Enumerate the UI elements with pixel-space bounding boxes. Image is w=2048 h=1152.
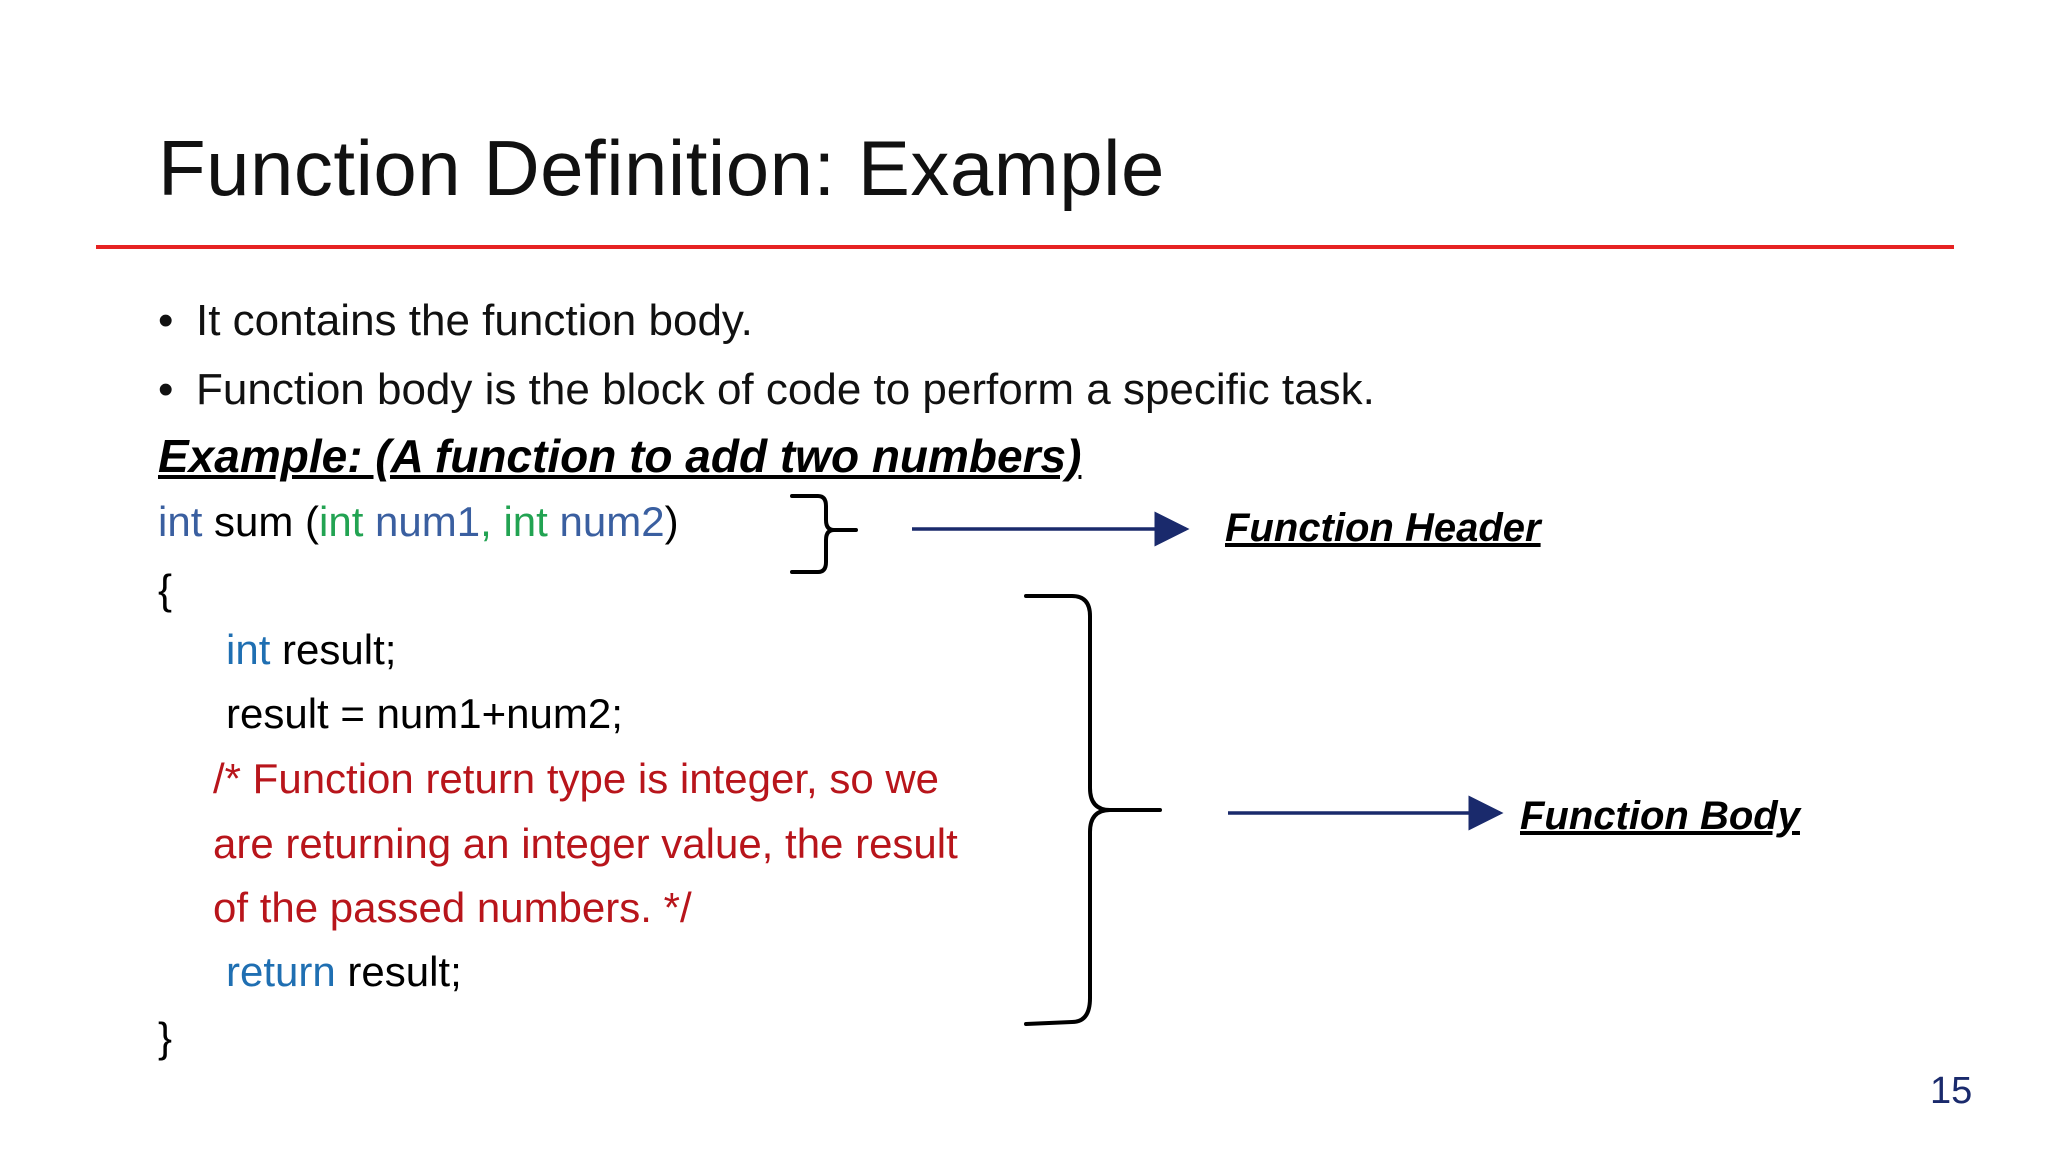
code-param-comma: , (480, 498, 504, 545)
code-line-return: return result; (226, 942, 462, 1002)
example-heading: Example: (A function to add two numbers) (158, 430, 1082, 482)
code-open-brace: { (158, 566, 173, 613)
code-keyword: return (226, 948, 336, 995)
bullet-item: • Function body is the block of code to p… (158, 360, 1375, 420)
code-comment-line: /* Function return type is integer, so w… (213, 755, 940, 802)
header-brace-icon (790, 494, 858, 574)
code-line-assignment: result = num1+num2; (226, 690, 623, 737)
function-body-label: Function Body (1520, 794, 1800, 838)
code-comment-line: of the passed numbers. */ (213, 884, 692, 931)
code-keyword: int (226, 626, 271, 673)
code-text: result; (335, 948, 462, 995)
function-header-label: Function Header (1225, 506, 1541, 550)
code-paren-close: ) (664, 498, 679, 545)
bullet-text: Function body is the block of code to pe… (196, 365, 1375, 414)
code-line-declaration: int result; (226, 620, 396, 680)
code-return-type: int (158, 498, 203, 545)
code-close-brace: } (158, 1014, 173, 1061)
body-brace-icon (1024, 594, 1162, 1026)
title-divider (96, 245, 1954, 249)
bullet-icon: • (158, 365, 174, 414)
code-param-type: int (319, 498, 364, 545)
bullet-item: • It contains the function body. (158, 291, 753, 351)
code-line-signature: int sum (int num1, int num2) (158, 492, 679, 552)
code-param-name: num2 (547, 498, 665, 545)
bullet-text: It contains the function body. (196, 296, 753, 345)
page-number: 15 (1930, 1070, 1973, 1112)
code-param-name: num1 (363, 498, 481, 545)
slide-title: Function Definition: Example (158, 124, 1165, 212)
code-function-name: sum ( (202, 498, 320, 545)
code-text: result; (270, 626, 397, 673)
code-comment-line: are returning an integer value, the resu… (213, 820, 958, 867)
bullet-icon: • (158, 296, 174, 345)
code-param-type: int (503, 498, 548, 545)
